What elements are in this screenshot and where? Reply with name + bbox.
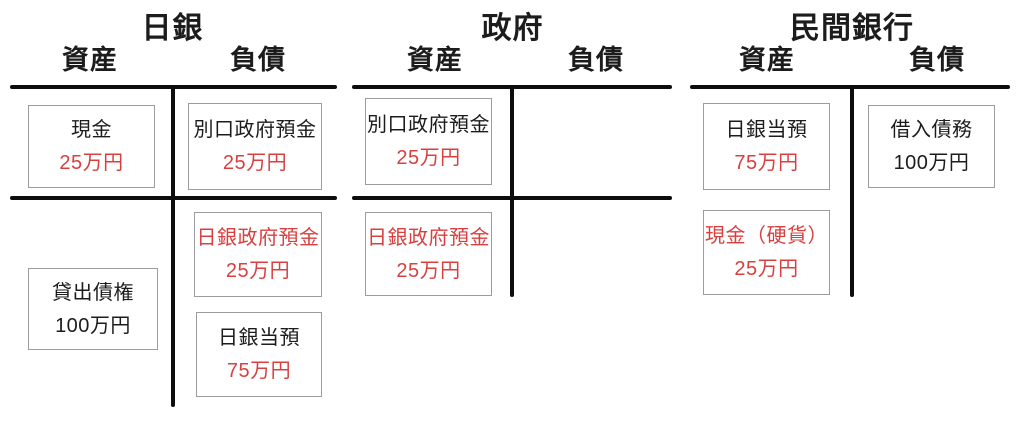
entry-borrowed-debt: 借入債務 100万円 [868, 105, 995, 188]
entry-cash: 現金 25万円 [28, 105, 155, 188]
entry-value: 25万円 [396, 259, 461, 282]
account-title: 政府 [481, 12, 544, 45]
t-account-boj: 日銀 資産 負債 現金 25万円 別口政府預金 25万円 日銀政府預金 25万円… [0, 0, 345, 423]
entry-boj-current-account: 日銀当預 75万円 [703, 103, 830, 190]
liabilities-header: 負債 [568, 45, 624, 75]
t-mid-rule [352, 196, 672, 200]
entry-value: 25万円 [225, 260, 291, 282]
entry-label: 日銀政府預金 [367, 226, 490, 249]
entry-value: 25万円 [222, 152, 288, 174]
entry-boj-current-account: 日銀当預 75万円 [196, 312, 322, 397]
entry-label: 日銀当預 [218, 327, 300, 349]
entry-value: 25万円 [59, 152, 124, 174]
account-title: 民間銀行 [790, 12, 914, 45]
t-divider-rule [510, 85, 514, 297]
entry-value: 25万円 [396, 147, 461, 169]
entry-value: 100万円 [893, 152, 970, 174]
assets-header: 資産 [407, 45, 463, 75]
entry-label: 別口政府預金 [367, 114, 490, 136]
entry-label: 借入債務 [890, 119, 973, 141]
entry-boj-government-deposit: 日銀政府預金 25万円 [365, 212, 492, 296]
t-account-private-bank: 民間銀行 資産 負債 日銀当預 75万円 借入債務 100万円 現金（硬貨） 2… [680, 0, 1024, 423]
t-divider-rule [850, 85, 854, 297]
entry-separate-government-deposit: 別口政府預金 25万円 [188, 103, 322, 190]
liabilities-header: 負債 [230, 45, 286, 75]
t-mid-rule [10, 196, 337, 200]
entry-value: 75万円 [734, 152, 799, 174]
entry-separate-government-deposit: 別口政府預金 25万円 [365, 98, 492, 185]
entry-label: 日銀当預 [725, 119, 808, 141]
entry-boj-government-deposit: 日銀政府預金 25万円 [194, 212, 322, 297]
entry-label: 日銀政府預金 [196, 227, 320, 249]
entry-value: 25万円 [734, 258, 799, 280]
t-account-government: 政府 資産 負債 別口政府預金 25万円 日銀政府預金 25万円 [340, 0, 685, 423]
entry-label: 別口政府預金 [193, 119, 317, 141]
entry-loan-claims: 貸出債権 100万円 [28, 268, 158, 350]
entry-label: 現金（硬貨） [705, 225, 828, 247]
entry-value: 75万円 [226, 360, 292, 382]
assets-header: 資産 [739, 45, 795, 75]
entry-value: 100万円 [55, 314, 131, 337]
entry-label: 現金 [71, 119, 112, 141]
t-divider-rule [171, 85, 175, 407]
entry-label: 貸出債権 [52, 281, 134, 304]
liabilities-header: 負債 [909, 45, 965, 75]
account-title: 日銀 [141, 12, 204, 45]
assets-header: 資産 [62, 45, 118, 75]
entry-cash-coins: 現金（硬貨） 25万円 [703, 210, 830, 295]
